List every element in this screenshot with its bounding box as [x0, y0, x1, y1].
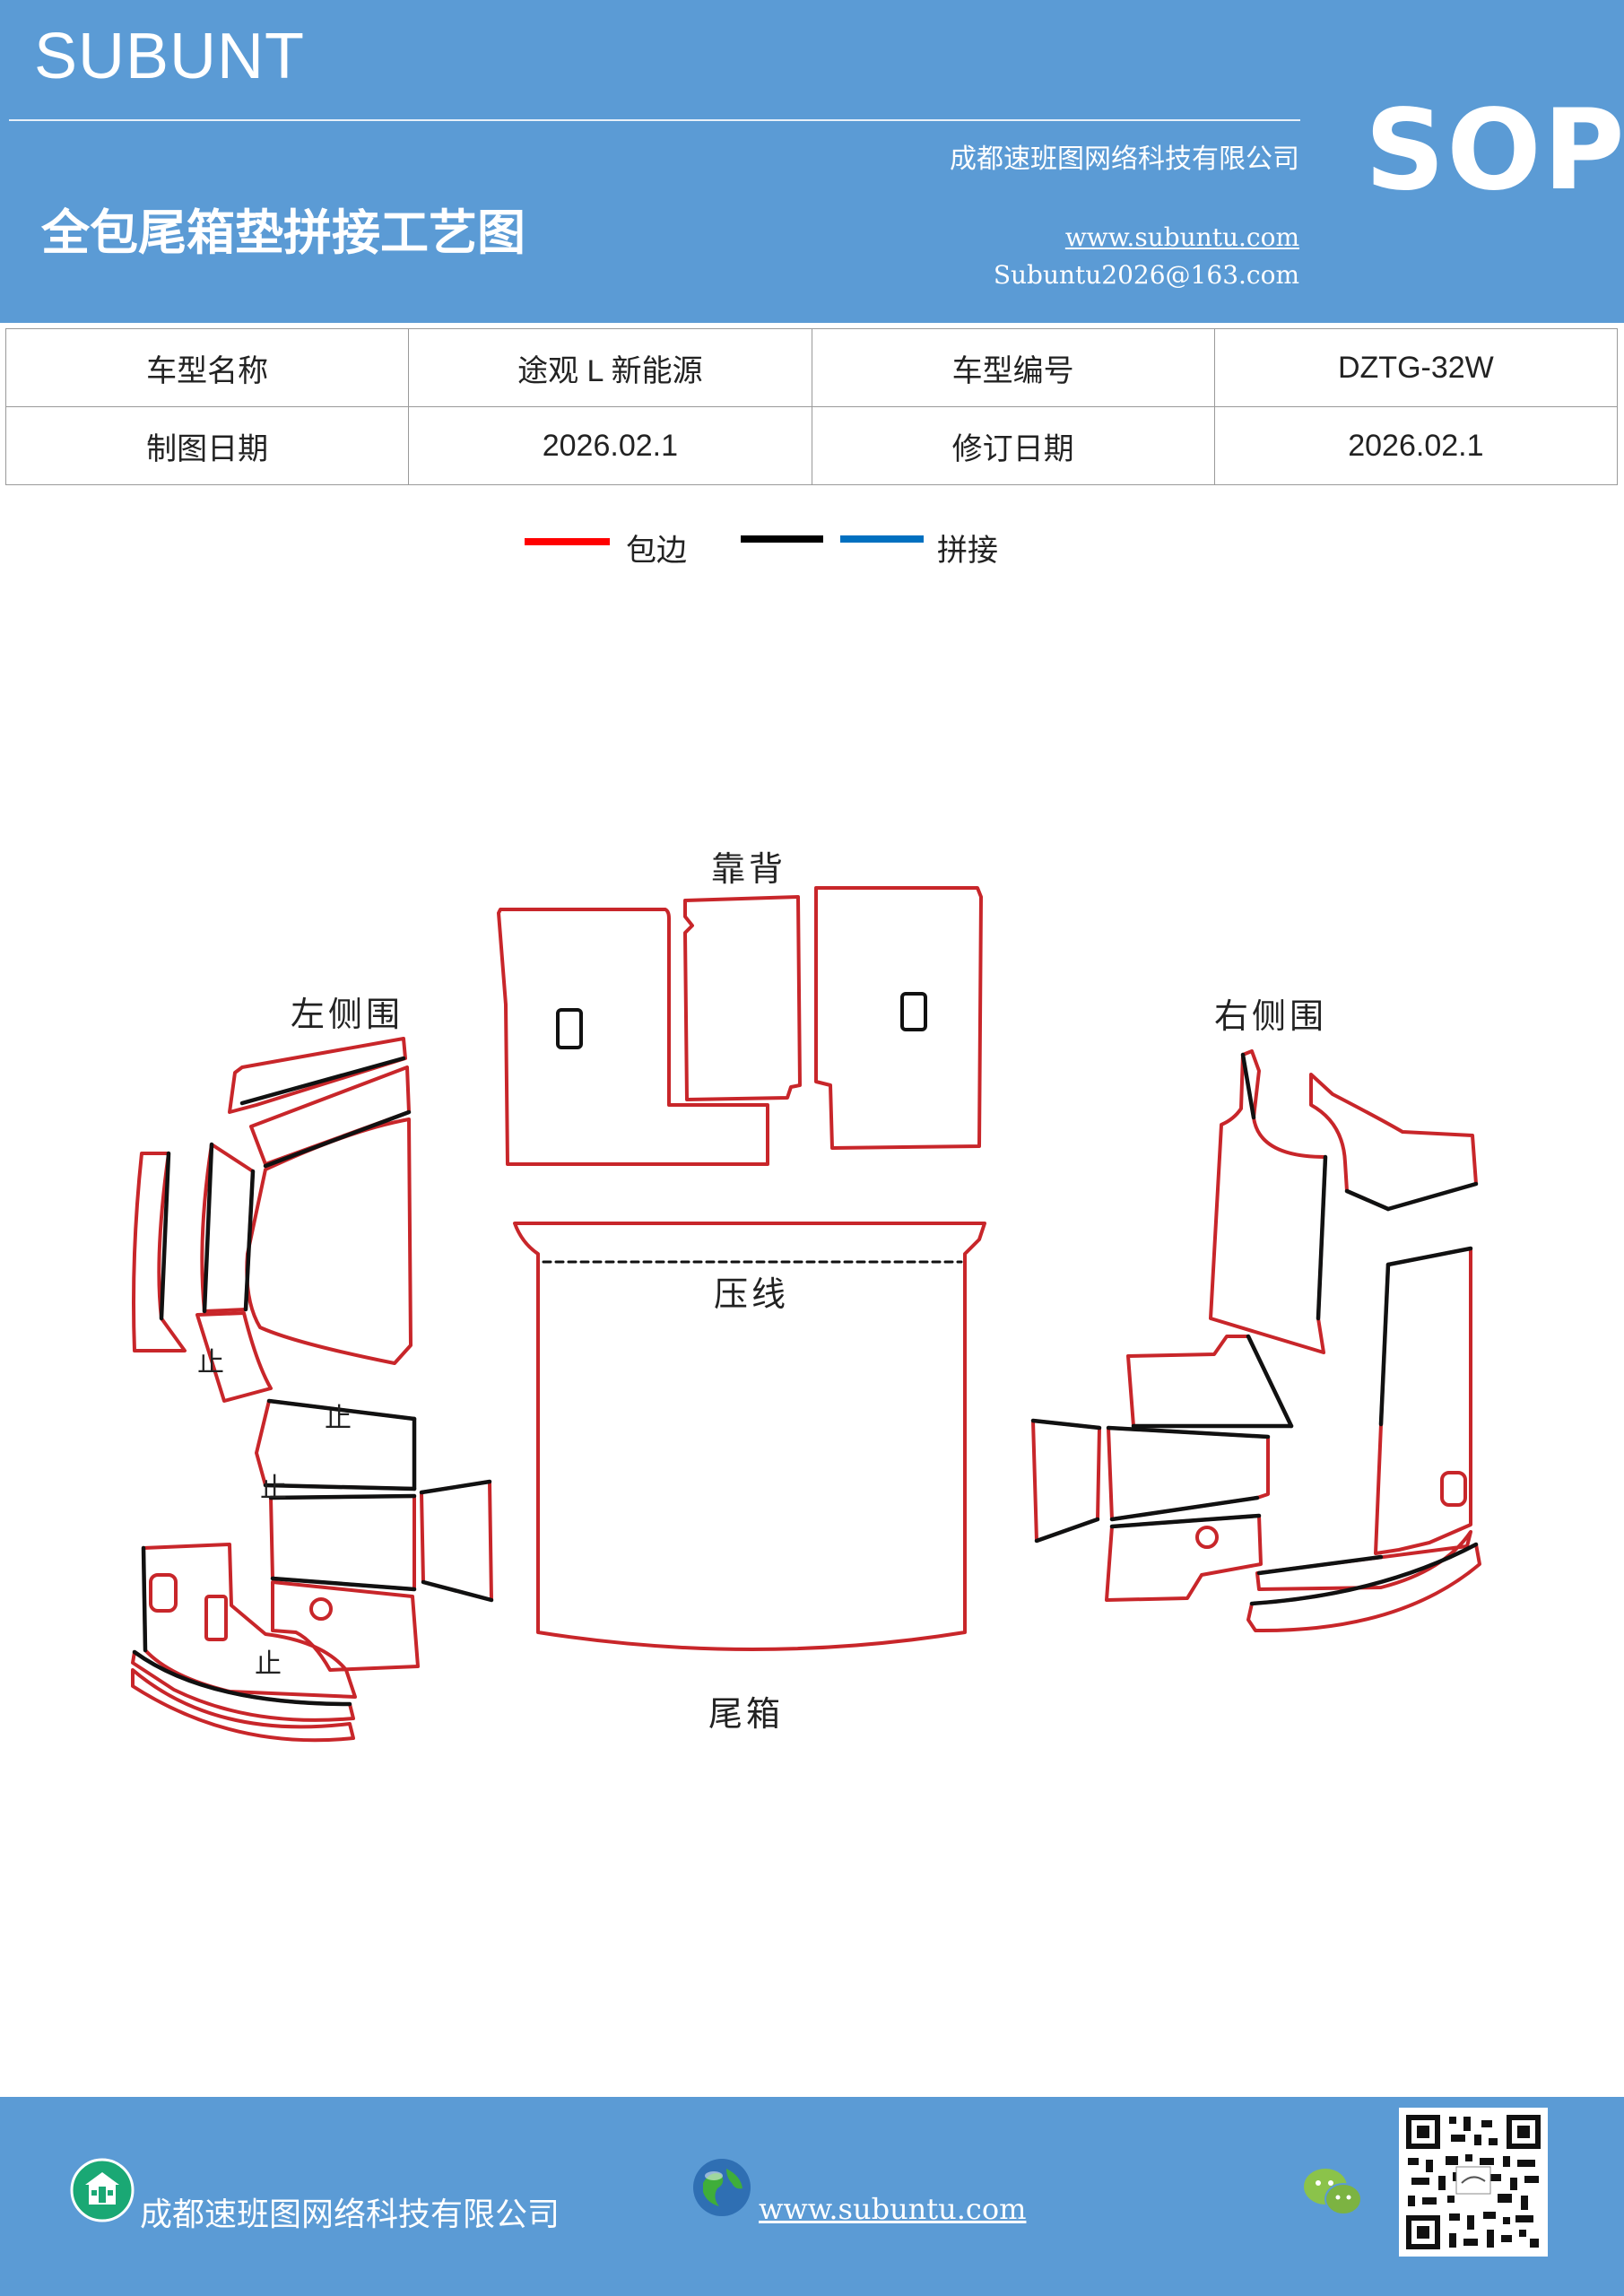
seam-line: [1378, 1262, 1391, 1427]
stop-mark: 止: [197, 1347, 228, 1378]
left-bottom-corner: [142, 1543, 357, 1699]
seam-line: [1385, 1246, 1473, 1267]
seam-line: [270, 1576, 417, 1592]
seam-line: [266, 1398, 417, 1422]
model-name-label: 车型名称: [4, 328, 410, 407]
seam-line: [1034, 1517, 1100, 1544]
header-divider: [9, 119, 1300, 121]
left-top-strip: [228, 1037, 407, 1114]
left-mid-block-2: [269, 1494, 416, 1591]
seam-line: [1249, 1542, 1479, 1606]
right-lower-tall: [1374, 1247, 1472, 1555]
seam-line: [1316, 1154, 1328, 1321]
table-row: 车型名称 途观 L 新能源 车型编号 DZTG-32W: [4, 328, 1619, 407]
left-corner-hole-2: [204, 1595, 228, 1641]
wechat-icon: [1304, 2169, 1362, 2215]
model-code-value: DZTG-32W: [1213, 328, 1619, 407]
right-tall-panel: [1209, 1049, 1327, 1354]
right-side-label: 右侧围: [1214, 996, 1328, 1036]
footer-company-name: 成都速班图网络科技有限公司: [140, 2196, 560, 2233]
seam-line: [239, 1056, 406, 1106]
left-outer-strip: [132, 1152, 187, 1352]
backrest-middle-piece: [683, 895, 802, 1101]
backrest-label: 靠背: [711, 849, 787, 889]
seam-line: [1240, 1052, 1256, 1120]
left-bottom-curve: [131, 1650, 355, 1722]
seam-line: [1109, 1513, 1262, 1529]
right-mid-panel: [1126, 1335, 1293, 1428]
seam-line: [1256, 1554, 1384, 1576]
header-banner: [0, 0, 1624, 323]
legend-label-seam: 拼接: [937, 533, 998, 569]
company-name: 成都速班图网络科技有限公司: [950, 144, 1299, 175]
left-corner-hole-1: [149, 1573, 178, 1613]
email-address: Subuntu2026@163.com: [993, 260, 1299, 290]
website-link[interactable]: www.subuntu.com: [1064, 222, 1299, 252]
splice-diagram: [131, 886, 1481, 1743]
left-side-label: 左侧围: [291, 995, 404, 1034]
seam-line: [419, 1479, 492, 1495]
model-name-value: 途观 L 新能源: [408, 328, 812, 407]
left-large-panel: [245, 1118, 413, 1365]
seam-line: [202, 1142, 214, 1314]
right-long-block: [1107, 1426, 1270, 1521]
left-bottom-curve-outer: [131, 1668, 355, 1743]
draw-date-value: 2026.02.1: [408, 406, 812, 485]
draw-date-label: 制图日期: [4, 406, 410, 485]
seam-line: [1106, 1425, 1271, 1439]
seam-line: [141, 1545, 148, 1653]
brand-name: SUBUNT: [34, 21, 306, 92]
footer-website-link[interactable]: www.subuntu.com: [759, 2192, 1027, 2226]
backrest-right-piece: [814, 886, 983, 1150]
revision-date-label: 修订日期: [811, 406, 1215, 485]
seam-line: [1344, 1188, 1391, 1212]
stop-mark: 止: [260, 1473, 291, 1504]
seam-line: [1385, 1181, 1479, 1212]
right-bottom-block: [1105, 1514, 1263, 1602]
seam-line: [421, 1579, 494, 1603]
legend-label-edge: 包边: [626, 533, 687, 569]
revision-date-value: 2026.02.1: [1213, 406, 1619, 485]
seam-line: [1246, 1334, 1294, 1429]
sop-badge: SOP: [1365, 86, 1624, 215]
model-code-label: 车型编号: [811, 328, 1215, 407]
seam-line: [132, 1649, 352, 1707]
stop-mark: 止: [325, 1403, 355, 1434]
seam-line: [1030, 1418, 1102, 1431]
right-small-slot: [1440, 1471, 1467, 1507]
backrest-left-piece: [497, 908, 769, 1166]
seam-line: [263, 1483, 417, 1492]
globe-icon: [693, 2159, 751, 2216]
left-lower-hole: [309, 1597, 333, 1621]
crease-label: 压线: [714, 1274, 790, 1314]
trunk-floor-piece: [513, 1222, 986, 1651]
seam-line: [263, 1109, 412, 1169]
left-lower-block: [271, 1580, 420, 1672]
seam-line: [243, 1169, 256, 1312]
right-top-wedge: [1309, 1073, 1478, 1211]
backrest-left-hole: [556, 1008, 583, 1049]
seam-line: [159, 1151, 171, 1321]
stop-mark: 止: [255, 1648, 285, 1680]
seam-line: [1109, 1495, 1260, 1522]
qr-code: [1399, 2108, 1548, 2257]
backrest-right-hole: [900, 992, 927, 1031]
right-bottom-hole: [1195, 1526, 1219, 1549]
company-icon: [70, 2158, 135, 2222]
left-small-lower: [195, 1311, 273, 1403]
info-table: 车型名称 途观 L 新能源 车型编号 DZTG-32W 制图日期 2026.02…: [4, 328, 1619, 485]
seam-line: [268, 1493, 417, 1500]
trunk-label: 尾箱: [708, 1694, 785, 1734]
table-row: 制图日期 2026.02.1 修订日期 2026.02.1: [4, 406, 1619, 485]
left-mid-block-3: [420, 1480, 493, 1602]
legend-swatches: [525, 535, 924, 545]
document-title: 全包尾箱垫拼接工艺图: [41, 204, 525, 261]
